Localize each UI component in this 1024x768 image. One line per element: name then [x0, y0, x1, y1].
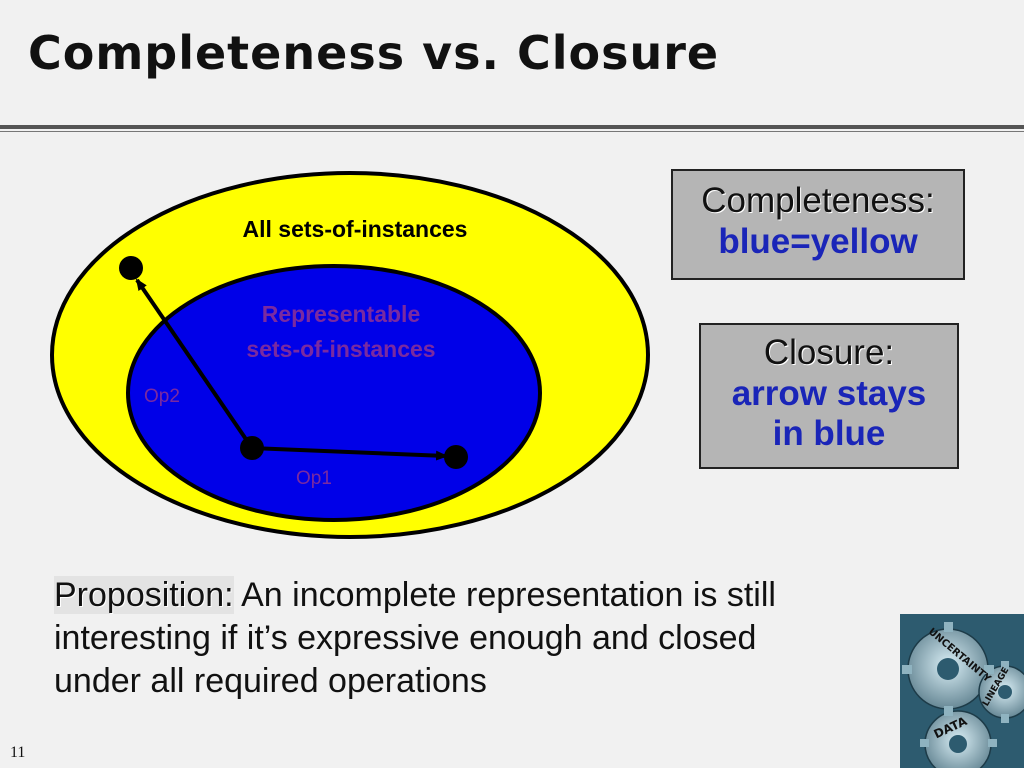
op2-arrow [135, 278, 254, 450]
proposition-text: Proposition: An incomplete representatio… [54, 574, 814, 703]
proposition-lead: Proposition: [54, 576, 234, 614]
point-inside [444, 445, 468, 469]
inner-label-line1: Representable [262, 301, 421, 327]
title-divider [0, 125, 1024, 129]
inner-label-line2: sets-of-instances [246, 336, 435, 362]
completeness-heading: Completeness: [701, 181, 935, 220]
outer-label: All sets-of-instances [243, 216, 468, 242]
op2-label: Op2 [144, 386, 180, 407]
closure-box: Closure: arrow stays in blue [699, 323, 959, 469]
title-divider-thin [0, 131, 1024, 132]
op1-arrow [251, 446, 448, 461]
op1-label: Op1 [296, 468, 332, 489]
slide-number: 11 [10, 744, 26, 761]
closure-heading: Closure: [763, 333, 895, 372]
completeness-body: blue=yellow [718, 221, 918, 261]
point-origin [240, 436, 264, 460]
gears-logo-icon: UNCERTAINTY LINEAGE DATA [900, 614, 1024, 768]
closure-body-line2: in blue [772, 414, 886, 454]
completeness-box: Completeness: blue=yellow [671, 169, 965, 280]
point-outside [119, 256, 143, 280]
proposition-body: An incomplete representation is still in… [54, 576, 776, 700]
page-title: Completeness vs. Closure [28, 26, 720, 80]
closure-body-line1: arrow stays [731, 373, 927, 413]
